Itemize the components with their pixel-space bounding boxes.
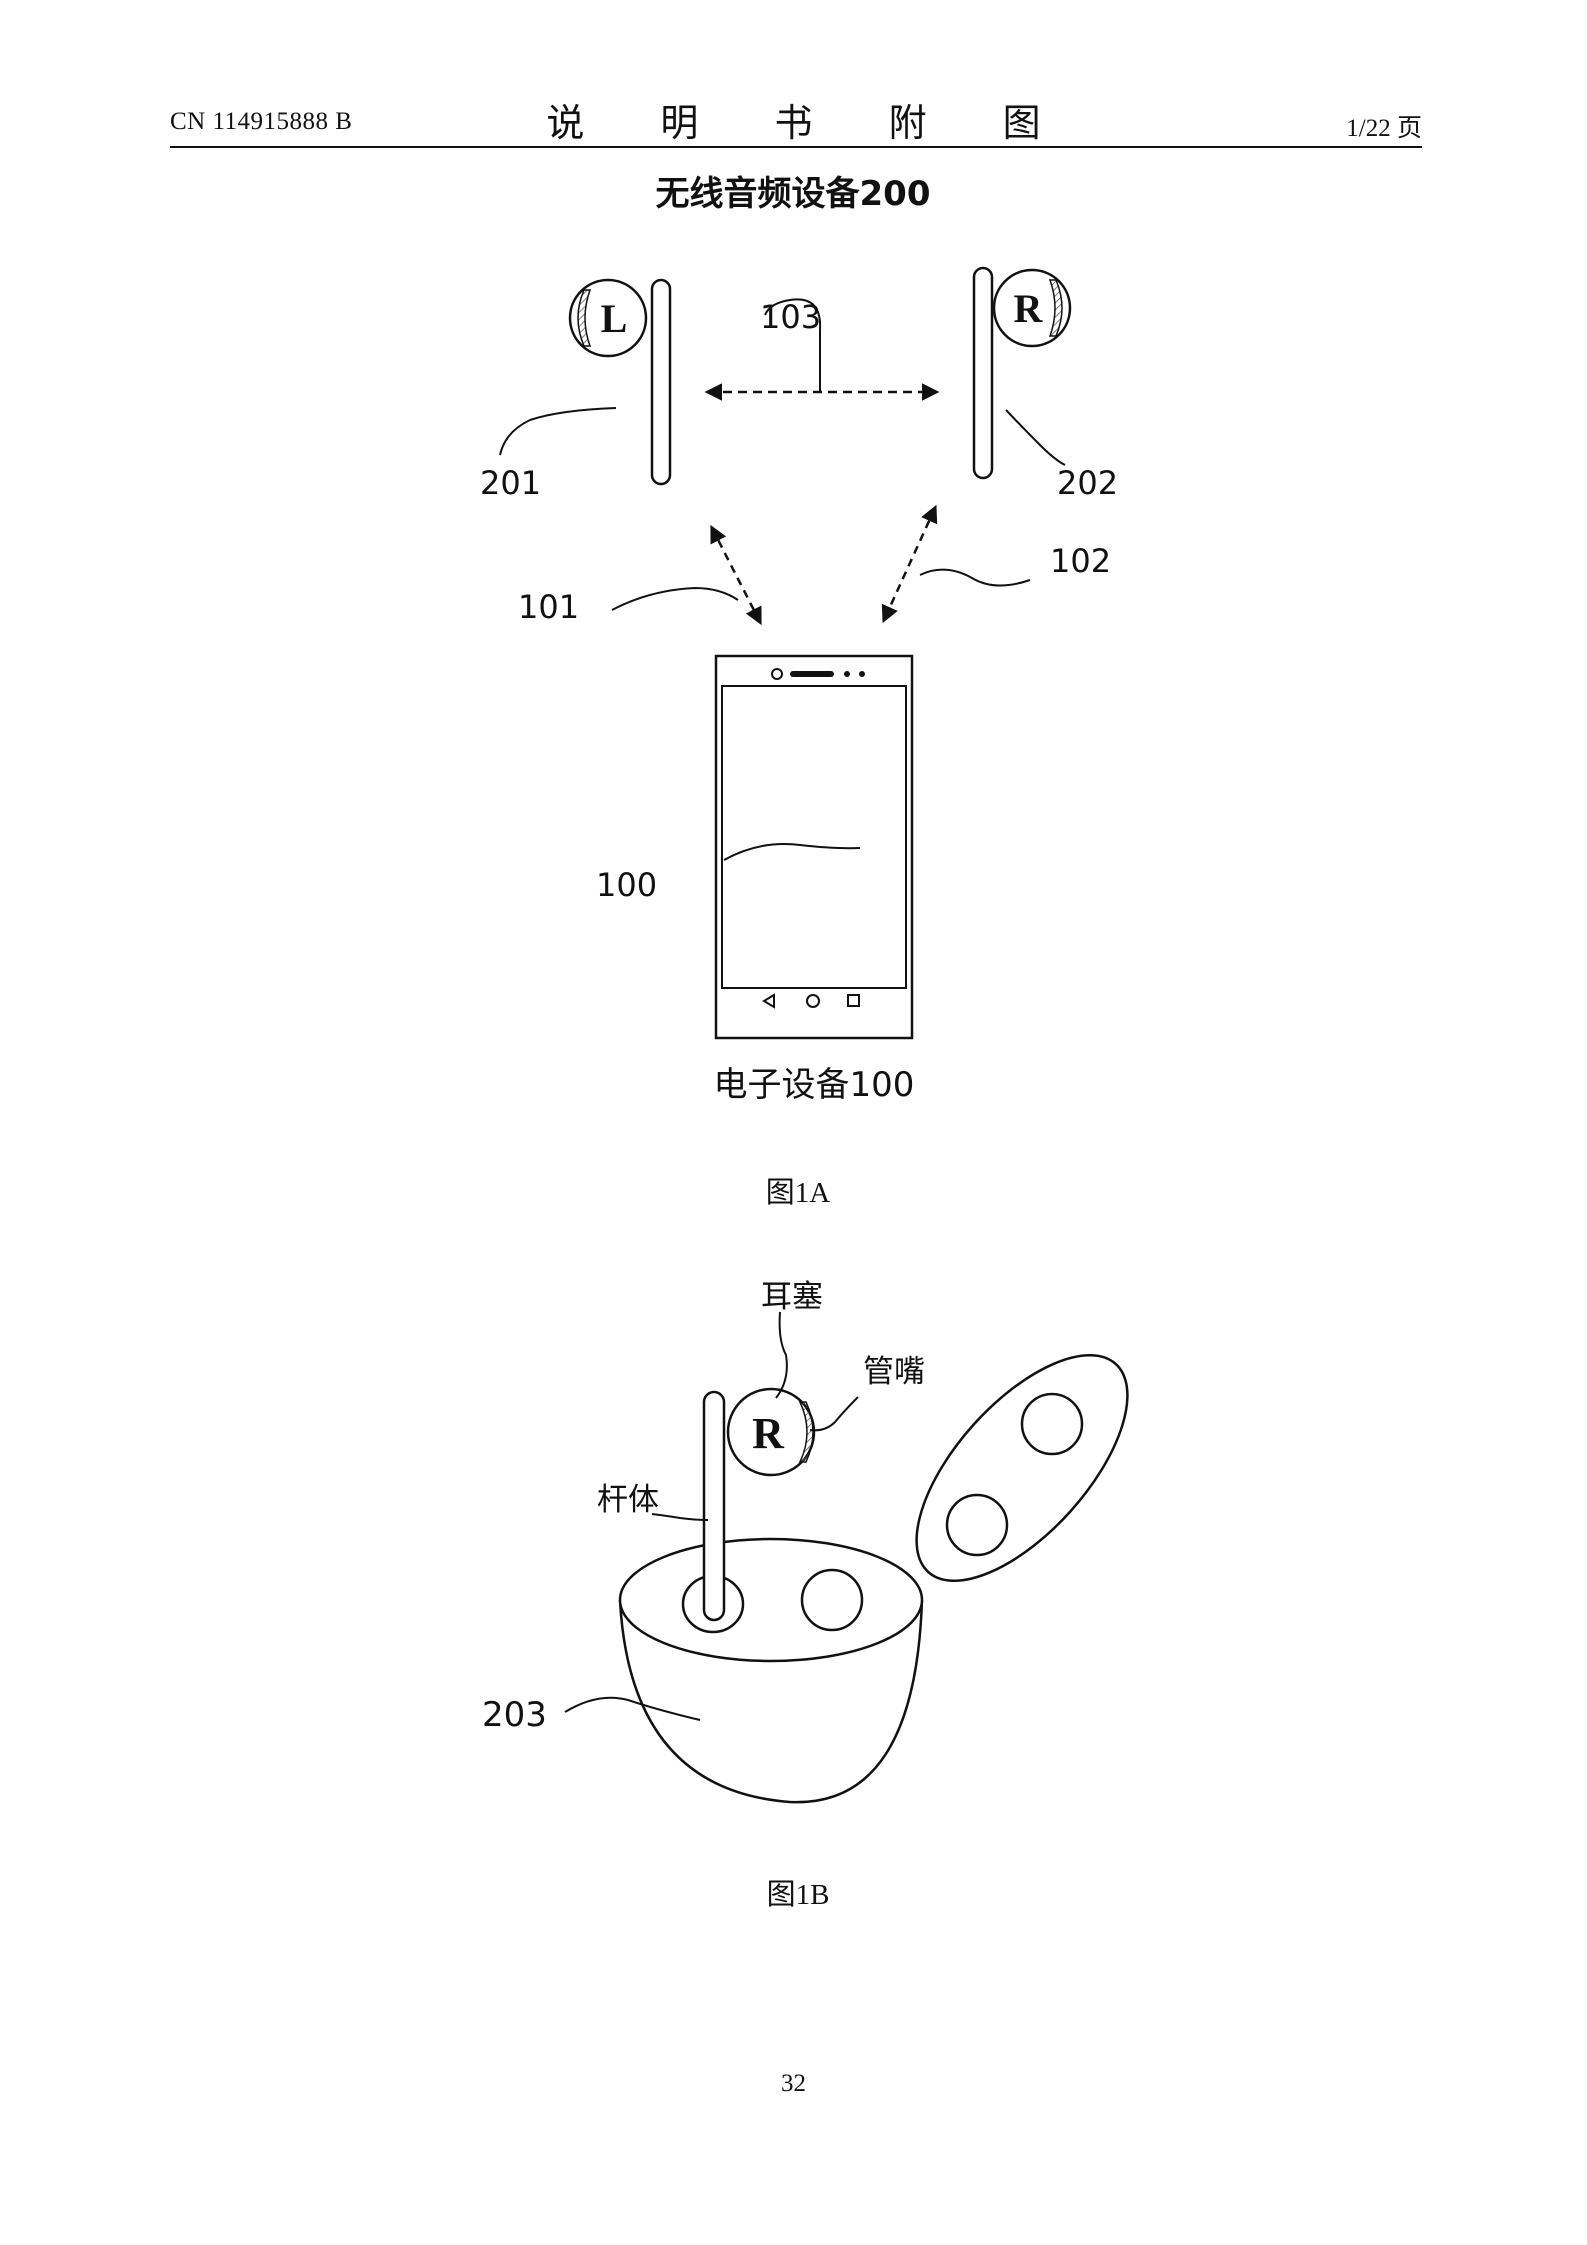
home-circle-icon xyxy=(806,994,820,1008)
label-101-leader xyxy=(611,586,739,611)
earbud-letter-in-case: R xyxy=(752,1409,785,1458)
recents-square-icon xyxy=(847,994,860,1007)
sensor-dot xyxy=(844,671,850,677)
label-202-leader xyxy=(1005,409,1066,466)
earpiece-speaker xyxy=(790,671,834,677)
earbud-stem-in-case xyxy=(702,1390,726,1622)
left-earbud-head xyxy=(568,278,648,358)
front-camera-icon xyxy=(771,668,783,680)
left-earbud-stem xyxy=(650,278,672,486)
earbud-head-in-case xyxy=(726,1387,816,1477)
electronic-device-phone xyxy=(714,654,914,1040)
figure-1a-caption: 图1A xyxy=(766,1177,831,1209)
label-201: 201 xyxy=(480,464,541,502)
left-earbud-nozzle xyxy=(577,289,592,347)
page-of-total: 1/22 页 xyxy=(1346,115,1422,142)
page-number: 32 xyxy=(781,2070,806,2097)
patent-number: CN 114915888 B xyxy=(170,108,353,135)
section-title: 说 明 书 附 图 xyxy=(546,101,1073,145)
back-triangle-icon xyxy=(762,993,775,1009)
label-100-leader xyxy=(723,843,861,861)
right-earbud: R xyxy=(972,266,1072,480)
label-203-leader xyxy=(564,1696,701,1721)
label-100: 100 xyxy=(596,866,657,904)
label-ear-tip: 耳塞 xyxy=(761,1279,823,1315)
sensor-dot xyxy=(859,671,865,677)
label-stem: 杆体 xyxy=(597,1482,659,1518)
figure-1b-caption: 图1B xyxy=(767,1879,830,1911)
label-201-leader xyxy=(499,407,617,456)
label-102-leader xyxy=(919,568,1031,587)
charging-case-opening xyxy=(618,1537,924,1663)
ear-tip-leader xyxy=(775,1311,788,1399)
left-earbud: L xyxy=(568,278,672,486)
label-202: 202 xyxy=(1057,464,1118,502)
wireless-audio-device-title: 无线音频设备200 xyxy=(656,174,931,214)
figure-1b: 耳塞 管嘴 杆体 R 203 图1B xyxy=(482,1279,1129,1911)
lid-recess xyxy=(945,1493,1009,1557)
left-link-arrow xyxy=(710,524,762,626)
stem-leader xyxy=(651,1513,709,1521)
label-103: 103 xyxy=(760,298,821,336)
label-101: 101 xyxy=(518,588,579,626)
right-link-arrow xyxy=(881,504,938,624)
label-103-leader xyxy=(764,298,822,392)
right-earbud-nozzle xyxy=(1048,279,1063,337)
left-earbud-letter: L xyxy=(601,296,628,341)
right-earbud-stem xyxy=(972,266,994,480)
label-102: 102 xyxy=(1050,542,1111,580)
phone-screen xyxy=(721,685,907,989)
right-earbud-letter: R xyxy=(1014,286,1044,331)
header-rule xyxy=(170,146,1422,148)
earbud-nozzle-in-case xyxy=(798,1401,814,1463)
empty-earbud-slot xyxy=(800,1568,864,1632)
nozzle-leader xyxy=(809,1396,859,1432)
lid-recess xyxy=(1020,1392,1084,1456)
electronic-device-caption: 电子设备100 xyxy=(714,1065,915,1105)
label-203: 203 xyxy=(482,1695,547,1735)
right-earbud-head xyxy=(992,268,1072,348)
label-nozzle: 管嘴 xyxy=(863,1354,925,1390)
figure-1a: 无线音频设备200 L R 103 201 xyxy=(480,174,1118,1209)
